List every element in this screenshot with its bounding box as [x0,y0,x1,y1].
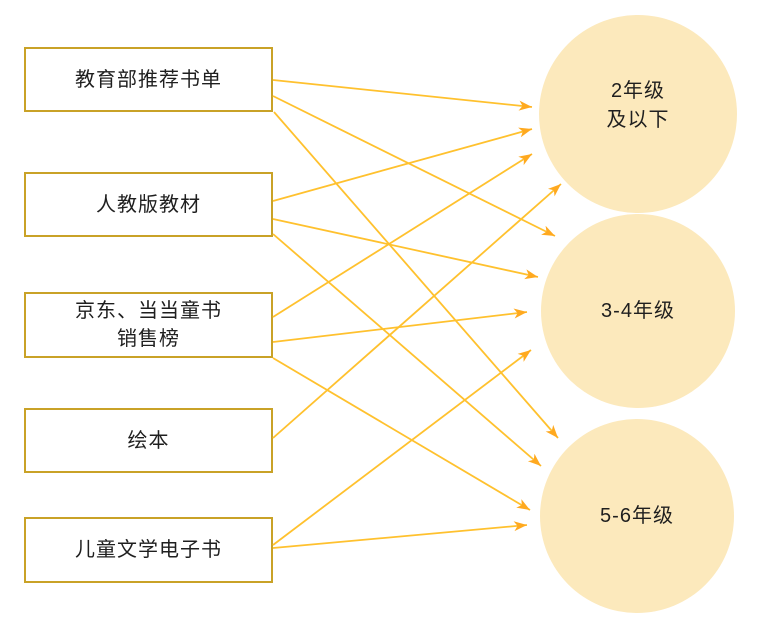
grade-circle-2-and-below-label-line2: 及以下 [606,109,670,131]
source-box-pep-textbook-label: 人教版教材 [96,193,201,216]
arrow-jd-dangdang-bestseller-to-grade-2-and-below [272,153,533,318]
arrow-children-lit-ebooks-to-grade-5-6 [272,521,528,549]
source-box-jd-dangdang-bestseller: 京东、当当童书 销售榜 [24,292,273,358]
source-box-pep-textbook: 人教版教材 [24,172,273,237]
grade-circle-3-4-text: 3-4年级 [601,297,675,326]
source-box-jd-dangdang-bestseller-label-line2: 销售榜 [117,328,180,350]
arrow-picture-books-to-grade-2-and-below [272,183,562,439]
source-box-moe-list: 教育部推荐书单 [24,47,273,112]
arrow-pep-textbook-to-grade-5-6 [272,233,542,467]
source-box-children-lit-ebooks-label: 儿童文学电子书 [75,539,222,561]
arrow-moe-list-to-grade-5-6 [273,111,559,439]
arrow-pep-textbook-to-grade-2-and-below [272,127,533,202]
arrow-jd-dangdang-bestseller-to-grade-3-4 [272,308,528,343]
arrow-moe-list-to-grade-3-4 [272,95,556,237]
grade-circle-3-4: 3-4年级 [541,214,735,408]
arrow-jd-dangdang-bestseller-to-grade-5-6 [272,357,531,511]
grade-circle-5-6-text: 5-6年级 [600,502,674,531]
grade-circle-5-6: 5-6年级 [540,419,734,613]
source-box-picture-books-label: 绘本 [127,429,170,452]
arrow-children-lit-ebooks-to-grade-3-4 [272,349,532,546]
grade-circle-2-and-below: 2年级 及以下 [539,15,737,213]
arrow-moe-list-to-grade-2-and-below [272,79,533,111]
source-box-children-lit-ebooks: 儿童文学电子书 [24,517,273,583]
grade-circle-5-6-label: 5-6年级 [600,504,674,527]
source-box-picture-books: 绘本 [24,408,273,473]
arrow-pep-textbook-to-grade-3-4 [272,218,539,280]
grade-circle-2-and-below-label: 2年级 [610,80,666,102]
grade-circle-2-and-below-text: 2年级 及以下 [607,77,670,135]
grade-circle-3-4-label: 3-4年级 [601,299,675,322]
source-box-jd-dangdang-bestseller-label: 京东、当当童书 [75,300,222,322]
source-box-moe-list-label: 教育部推荐书单 [75,68,222,91]
